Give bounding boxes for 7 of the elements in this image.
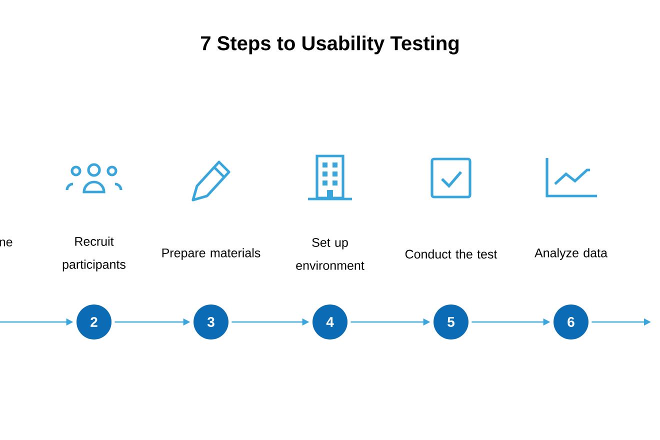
step-label: Conduct the test bbox=[405, 249, 498, 259]
step-label: Set up environment bbox=[296, 238, 364, 270]
step-label: Analyze data bbox=[534, 248, 608, 260]
step-label: Prepare materials bbox=[162, 248, 260, 260]
step-label: ne bbox=[0, 240, 12, 246]
title: 7 Steps to Usability Testing bbox=[201, 36, 459, 54]
step-label: Recruit participants bbox=[62, 236, 126, 272]
